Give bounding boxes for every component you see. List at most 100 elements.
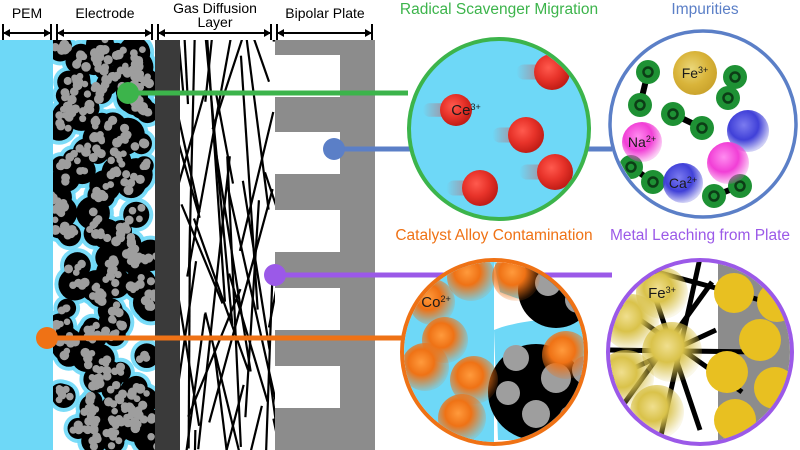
platinum-nanoparticle	[148, 413, 155, 421]
flow-channel	[275, 288, 340, 330]
platinum-nanoparticle	[92, 415, 101, 424]
platinum-nanoparticle	[95, 89, 105, 99]
callout-dot-metal-leaching[interactable]	[264, 264, 286, 286]
impurity-ion-particle	[673, 51, 717, 95]
plate-metal-particle	[714, 273, 754, 313]
platinum-nanoparticle	[68, 229, 75, 237]
platinum-nanoparticle	[136, 215, 143, 223]
platinum-nanoparticle	[111, 407, 118, 415]
platinum-nanoparticle	[135, 383, 146, 394]
platinum-nanoparticle	[135, 279, 145, 289]
panel-content-metal-leaching-from-plate: Fe3+	[610, 262, 790, 442]
platinum-nanoparticle	[125, 67, 134, 77]
panel-radical-scavenger-migration[interactable]: Ce3+	[407, 37, 591, 221]
platinum-nanoparticle	[121, 405, 129, 414]
platinum-nanoparticle	[141, 256, 150, 265]
platinum-nanoparticle	[144, 73, 151, 81]
gdl-fiber	[241, 180, 271, 350]
title-impurities: Impurities	[671, 1, 738, 18]
platinum-nanoparticle	[63, 347, 71, 355]
gdl-fiber	[180, 261, 198, 380]
ion-label-iron: Fe3+	[648, 285, 676, 302]
platinum-nanoparticle	[84, 142, 92, 150]
platinum-nanoparticle	[119, 123, 130, 133]
platinum-nanoparticle	[136, 59, 144, 67]
gdl-fiber	[225, 384, 245, 450]
gdl-fiber	[180, 299, 201, 426]
impurity-ion-particle	[707, 142, 749, 184]
ruler-pem: PEM	[2, 5, 52, 42]
panel-metal-leaching-from-plate[interactable]: Fe3+	[598, 258, 800, 446]
platinum-nanoparticle	[147, 433, 155, 441]
platinum-nanoparticle	[97, 135, 105, 144]
molecule-atom-core	[667, 108, 679, 120]
platinum-nanoparticle	[57, 209, 66, 218]
platinum-nanoparticle	[121, 62, 129, 70]
microporous-layer	[155, 40, 180, 450]
platinum-nanoparticle	[55, 111, 64, 120]
platinum-nanoparticle	[120, 132, 128, 140]
ion-label-ca: Ca2+	[669, 175, 697, 191]
platinum-nanoparticle	[146, 277, 155, 286]
platinum-nanoparticle	[55, 396, 63, 404]
molecule-atom-core	[642, 66, 654, 78]
platinum-nanoparticle	[109, 167, 118, 176]
cobalt-ion-particle	[450, 356, 498, 404]
platinum-nanoparticle	[496, 381, 520, 405]
flow-channel	[275, 366, 340, 408]
molecule-atom	[690, 116, 714, 140]
callout-dot-impurities[interactable]	[323, 138, 345, 160]
molecule-atom-core	[734, 180, 746, 192]
platinum-nanoparticle	[73, 157, 81, 165]
ruler-label-pem: PEM	[12, 5, 42, 21]
platinum-nanoparticle	[108, 416, 119, 427]
platinum-nanoparticle	[140, 160, 150, 170]
platinum-nanoparticle	[75, 144, 84, 153]
platinum-nanoparticle	[114, 307, 124, 318]
platinum-nanoparticle	[116, 66, 125, 75]
platinum-nanoparticle	[128, 405, 136, 413]
electrode-layer	[53, 40, 155, 450]
gdl-fiber	[265, 269, 274, 450]
panel-content-radical-scavenger-migration	[422, 54, 573, 206]
platinum-nanoparticle	[85, 391, 96, 402]
molecule-atom-core	[729, 71, 741, 83]
platinum-nanoparticle	[88, 207, 98, 217]
platinum-nanoparticle	[137, 203, 146, 212]
platinum-nanoparticle	[70, 149, 78, 158]
gdl-fiber	[268, 373, 275, 425]
platinum-nanoparticle	[78, 107, 88, 116]
platinum-nanoparticle	[84, 403, 94, 413]
platinum-nanoparticle	[56, 162, 64, 170]
platinum-nanoparticle	[95, 366, 103, 374]
panel-impurities[interactable]: Fe3+Na2+Ca2+	[608, 29, 798, 219]
platinum-nanoparticle	[128, 206, 137, 215]
platinum-nanoparticle	[135, 174, 145, 185]
platinum-nanoparticle	[138, 138, 149, 148]
platinum-nanoparticle	[109, 400, 118, 408]
platinum-nanoparticle	[115, 228, 126, 239]
platinum-nanoparticle	[153, 443, 155, 450]
panel-catalyst-alloy-contamination[interactable]: Co2+	[400, 252, 609, 446]
gdl-fiber	[185, 313, 207, 450]
platinum-nanoparticle	[77, 50, 85, 59]
platinum-nanoparticle	[106, 429, 115, 438]
callout-dot-radical-scavenger[interactable]	[117, 82, 139, 104]
platinum-nanoparticle	[85, 105, 95, 115]
platinum-nanoparticle	[109, 257, 119, 267]
ruler-label-bipolar-plate: Bipolar Plate	[285, 5, 365, 21]
flow-channel	[275, 210, 340, 252]
platinum-nanoparticle	[59, 40, 70, 50]
iron-ion-particle	[642, 322, 702, 382]
platinum-nanoparticle	[61, 177, 70, 186]
platinum-nanoparticle	[108, 315, 117, 324]
flow-channel	[275, 55, 340, 97]
platinum-nanoparticle	[96, 230, 106, 240]
cobalt-ion-particle	[438, 394, 486, 442]
platinum-nanoparticle	[559, 405, 584, 431]
platinum-nanoparticle	[150, 289, 155, 297]
platinum-nanoparticle	[111, 74, 119, 82]
callout-dot-catalyst-alloy[interactable]	[36, 327, 58, 349]
